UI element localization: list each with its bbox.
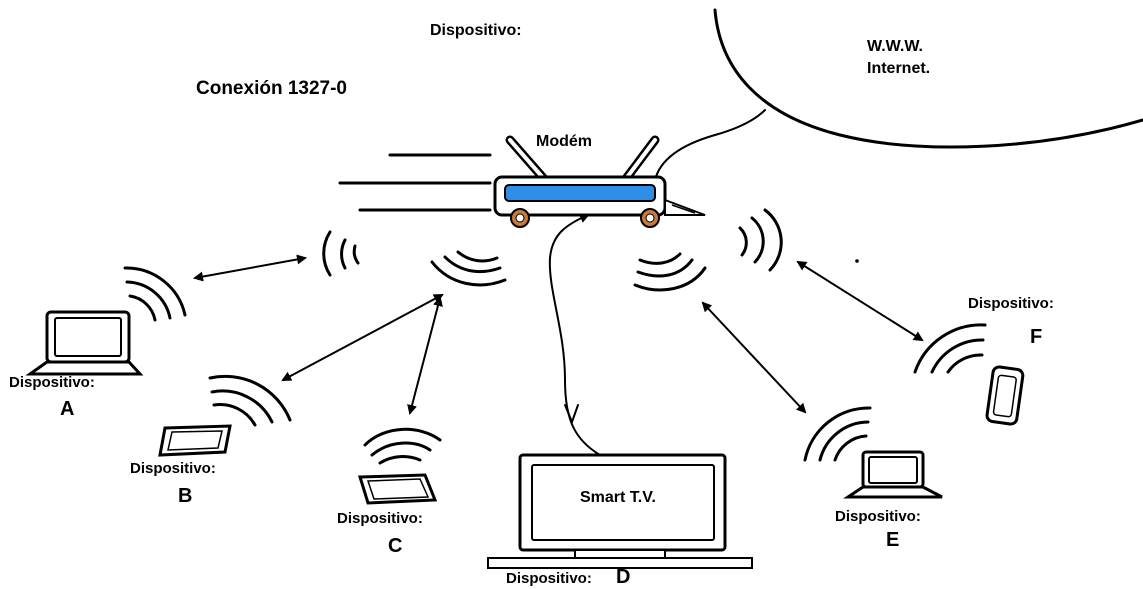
connection-title: Conexión 1327-0 [196,78,347,100]
device-f-letter: F [1030,326,1042,349]
internet-cloud [715,10,1143,147]
modem-wifi-left [324,232,358,275]
wifi-c [365,429,440,463]
wifi-e [805,408,870,460]
speed-lines [340,155,490,210]
device-b-letter: B [178,485,192,508]
tv-icon [488,455,752,568]
device-d-label: Dispositivo: [506,570,592,587]
tablet-icon-c [360,475,435,503]
device-e-label: Dispositivo: [835,508,921,525]
tablet-icon-b [160,426,230,455]
laptop-icon-e [848,452,942,497]
top-device-label: Dispositivo: [430,22,522,40]
arrow-b [283,295,442,380]
internet-label-line2: Internet. [867,60,930,78]
arrow-a [195,258,305,278]
modem-wifi-right [740,210,781,270]
laptop-icon-a [30,312,140,374]
device-c-letter: C [388,535,402,558]
stray-dot [855,259,859,263]
modem-screen [505,185,655,201]
device-d-letter: D [616,566,630,589]
wifi-a [125,268,185,320]
arrow-c [410,298,440,413]
device-c-label: Dispositivo: [337,510,423,527]
phone-icon-f [986,366,1023,425]
modem-wifi-bottom-left [432,252,505,285]
wifi-b [210,376,290,425]
tv-wire [550,215,600,455]
arrow-e [703,303,805,412]
internet-cable [655,110,765,180]
device-f-label: Dispositivo: [968,295,1054,312]
tv-screen-text: Smart T.V. [580,489,656,507]
wifi-f [915,325,985,372]
internet-label-line1: W.W.W. [867,38,923,56]
device-a-letter: A [60,398,74,421]
modem-label: Modém [536,133,592,151]
device-b-label: Dispositivo: [130,460,216,477]
arrow-f [798,262,922,340]
modem-wifi-bottom-right [635,254,705,290]
device-a-label: Dispositivo: [9,374,95,391]
device-e-letter: E [886,529,899,552]
